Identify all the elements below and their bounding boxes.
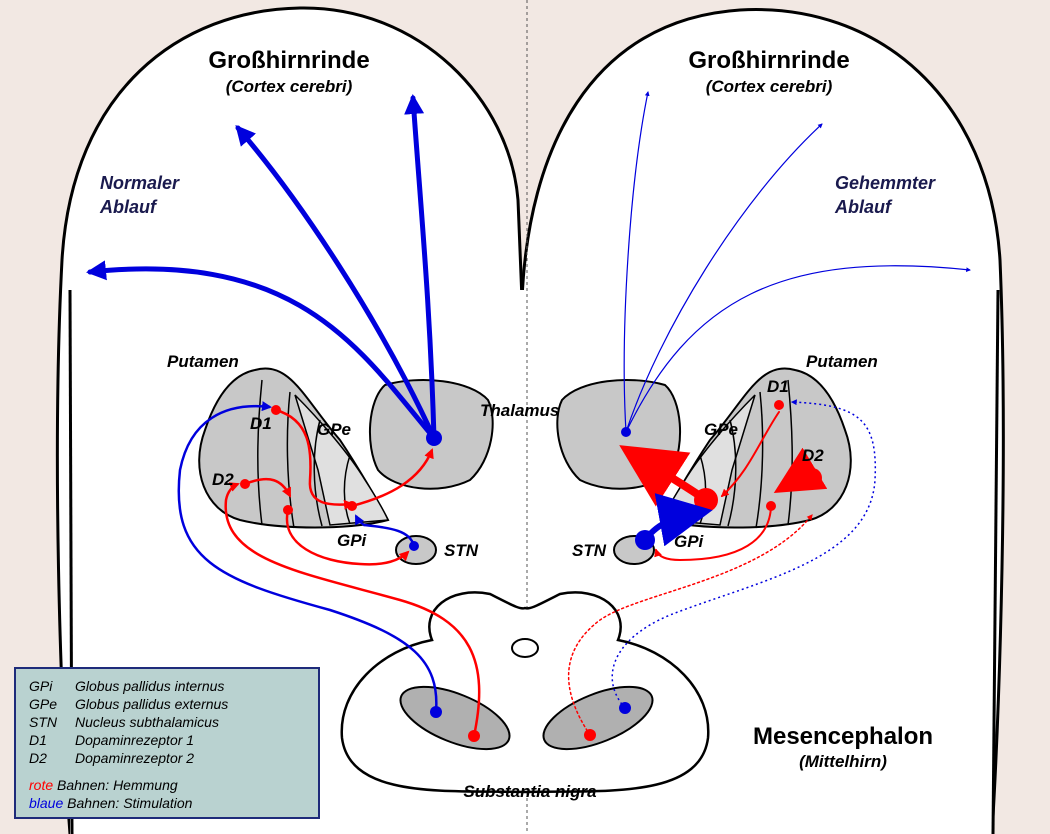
aqueduct — [511, 638, 539, 658]
right-cortex-projections — [623, 91, 971, 433]
left-flow-label: Normaler Ablauf — [100, 173, 180, 217]
mesencephalon-label: Mesencephalon — [752, 723, 934, 750]
mittelhirn-label: (Mittelhirn) — [799, 752, 887, 771]
right-blue-nodes — [619, 530, 655, 714]
putamen-left-label: Putamen — [167, 352, 239, 371]
left-cortex-projections — [86, 94, 437, 441]
gpi-right-label: GPi — [674, 532, 704, 551]
right-flow-label: Gehemmter Ablauf — [835, 173, 936, 217]
stn-left-label: STN — [444, 541, 478, 560]
left-red-paths — [224, 408, 481, 737]
left-subtitle: (Cortex cerebri) — [225, 77, 353, 96]
d2-right-label: D2 — [802, 446, 824, 465]
legend-blue-note: blaue Bahnen: Stimulation — [29, 795, 193, 811]
right-thalamus-node — [621, 427, 631, 437]
legend-red-note: rote Bahnen: Hemmung — [29, 777, 178, 793]
right-subtitle: (Cortex cerebri) — [705, 77, 833, 96]
left-red-nodes — [240, 405, 480, 742]
left-blue-paths — [177, 401, 438, 713]
right-title: Großhirnrinde — [688, 47, 850, 74]
thalamus-label: Thalamus — [480, 401, 560, 420]
left-blue-nodes — [409, 541, 442, 718]
d1-left-label: D1 — [250, 414, 272, 433]
substantia-nigra-left — [399, 685, 511, 751]
left-thalamus-node — [426, 430, 442, 446]
gpe-left-label: GPe — [317, 420, 352, 439]
stn-right-label: STN — [572, 541, 606, 560]
d2-left-label: D2 — [212, 470, 234, 489]
d1-right-label: D1 — [767, 377, 789, 396]
gpi-left-label: GPi — [337, 531, 367, 550]
gpe-right-label: GPe — [704, 420, 739, 439]
left-title: Großhirnrinde — [208, 47, 370, 74]
putamen-right-label: Putamen — [806, 352, 878, 371]
substantia-nigra-label: Substantia nigra — [463, 782, 597, 801]
mesencephalon-outline — [340, 591, 710, 794]
